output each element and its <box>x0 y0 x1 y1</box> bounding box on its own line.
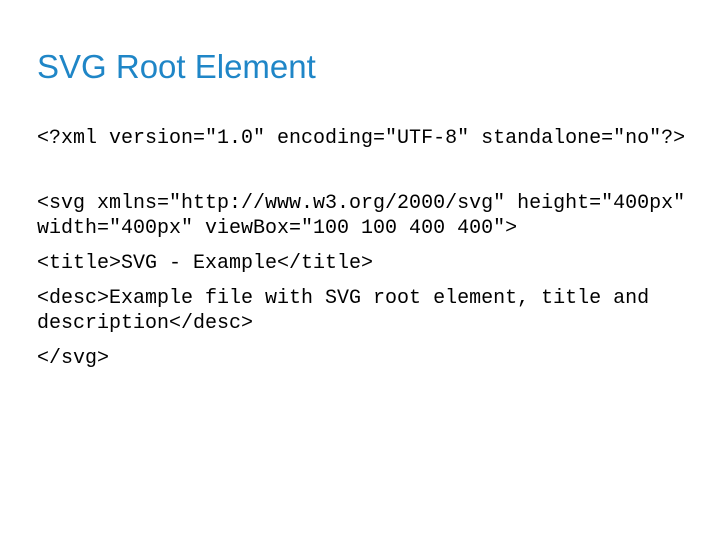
code-block: <?xml version="1.0" encoding="UTF-8" sta… <box>37 126 697 371</box>
code-line-desc-element: <desc>Example file with SVG root element… <box>37 287 650 335</box>
code-line-title-element: <title>SVG - Example</title> <box>37 252 374 275</box>
slide-title: SVG Root Element <box>37 48 316 85</box>
code-line-xml-declaration: <?xml version="1.0" encoding="UTF-8" sta… <box>37 127 686 150</box>
code-line-svg-close-tag: </svg> <box>37 347 110 370</box>
code-line-svg-open-tag: <svg xmlns="http://www.w3.org/2000/svg" … <box>37 192 686 240</box>
